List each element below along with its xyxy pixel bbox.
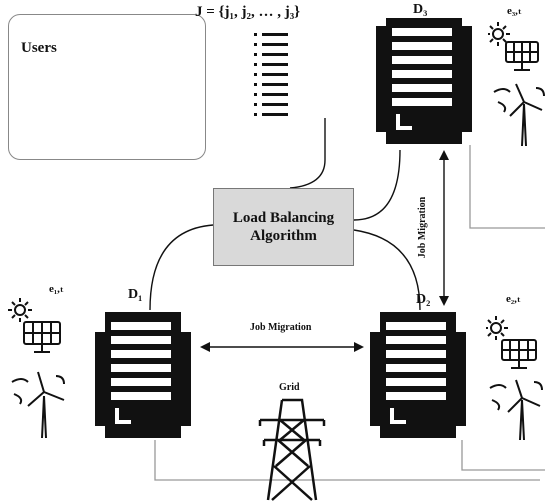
lb-to-d1-line: [149, 224, 214, 311]
users-label: Users: [21, 40, 57, 56]
renewable-d2-icon: [486, 316, 543, 440]
grid-line-d3: [469, 145, 545, 229]
migration-h-label: Job Migration: [250, 322, 312, 333]
e1-label: e₁,ₜ: [49, 283, 65, 295]
d2-label: D₂: [416, 292, 431, 307]
d1-label: D₁: [128, 287, 143, 302]
load-balancing-line2: Algorithm: [250, 228, 317, 244]
datacenter-d1-icon: [95, 312, 191, 438]
grid-line-d2: [461, 440, 545, 471]
e3-label: e₃,ₜ: [507, 5, 523, 17]
grid-tower-icon: [258, 398, 326, 501]
lb-to-d3-line: [353, 149, 401, 221]
e2-label: e₂,ₜ: [506, 293, 522, 305]
renewable-d3-icon: [488, 22, 545, 146]
datacenter-d2-icon: [370, 312, 466, 438]
datacenter-d3-icon: [376, 18, 472, 144]
renewable-d1-icon: [8, 298, 65, 439]
load-balancing-line1: Load Balancing: [232, 210, 335, 226]
grid-label: Grid: [279, 382, 300, 393]
lb-to-d2-line: [353, 229, 421, 311]
job-set-label: J = {j₁, j₂, … , j₃}: [195, 4, 301, 20]
d3-label: D₃: [413, 2, 428, 17]
load-balancing-box: Load Balancing Algorithm: [213, 188, 354, 266]
grid-line-bottom: [154, 440, 540, 481]
users-box: Users: [8, 14, 206, 160]
job-list-icon: [254, 33, 288, 116]
jobs-to-lb-line: [289, 118, 326, 189]
migration-v-label: Job Migration: [417, 196, 429, 259]
